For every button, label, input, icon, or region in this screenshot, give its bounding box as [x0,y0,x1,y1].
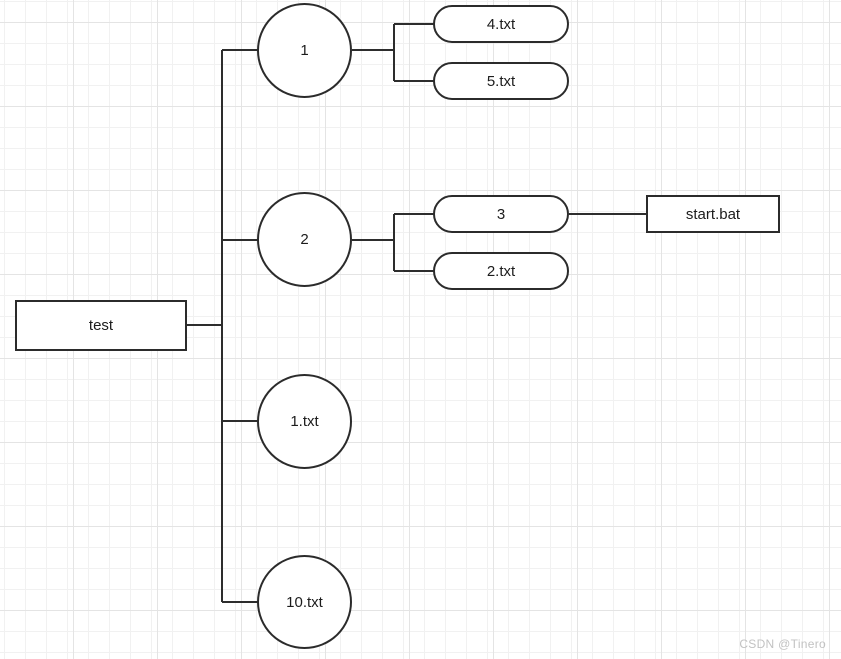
node-5-txt[interactable]: 5.txt [433,62,569,100]
node-3[interactable]: 3 [433,195,569,233]
node-start-bat[interactable]: start.bat [646,195,780,233]
node-test-label: test [88,317,114,334]
node-start-bat-label: start.bat [685,205,741,223]
node-10-txt[interactable]: 10.txt [257,555,352,649]
node-2-label: 2 [300,231,309,248]
node-test[interactable]: test [15,300,187,351]
watermark: CSDN @Tinero [739,637,826,651]
node-1[interactable]: 1 [257,3,352,98]
node-1-txt[interactable]: 1.txt [257,374,352,469]
node-2-txt[interactable]: 2.txt [433,252,569,290]
node-2-txt-label: 2.txt [486,262,516,280]
node-4-txt[interactable]: 4.txt [433,5,569,43]
node-4-txt-label: 4.txt [486,15,516,33]
node-3-label: 3 [496,205,506,223]
node-10-txt-label: 10.txt [286,593,323,611]
node-1-txt-label: 1.txt [290,413,319,430]
node-5-txt-label: 5.txt [486,72,516,90]
node-1-label: 1 [300,42,309,59]
node-2[interactable]: 2 [257,192,352,287]
